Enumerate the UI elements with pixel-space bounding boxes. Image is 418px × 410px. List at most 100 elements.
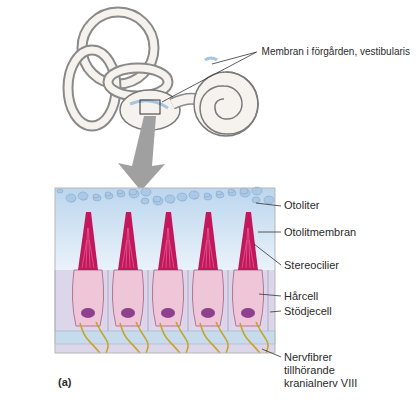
hair-cells [206,228,208,268]
otolith-crystals [141,198,149,204]
inner-ear [194,72,258,136]
leader-line [258,232,281,233]
hair-cells [118,212,138,270]
otolith-crystals [240,188,248,194]
otolith-crystals [228,190,236,196]
hair-cells [169,240,174,268]
nerve-fibers [80,323,100,353]
nerve-fibers [200,323,220,353]
hair-cells [246,228,248,268]
otolith-crystals [216,191,222,195]
hair-cells [192,212,223,326]
hair-cells [55,212,268,331]
otolith-crystals [117,190,123,194]
otolith-crystals [228,189,234,193]
hair-cells [81,308,95,318]
inner-ear [205,58,217,60]
hair-cells [166,228,168,268]
hair-cells [148,270,149,331]
otolith-crystals [153,197,163,205]
otolith-crystals [177,193,187,201]
hair-cells [112,212,143,326]
leader-line [270,311,281,312]
part-label: Stereocilier [284,259,339,272]
nerve-fibers [136,322,148,353]
otolith-crystals [105,193,113,199]
otolith-crystals [57,187,274,205]
otolith-crystals [204,193,210,197]
otolith-crystals [66,194,76,202]
otolith-crystals [216,192,224,198]
leader-line [162,52,257,102]
leader-line [212,52,257,64]
hair-cells [188,270,189,331]
hair-cells [121,308,135,318]
otolith-crystals [240,189,250,197]
hair-cells [248,228,250,268]
hair-cells [89,240,94,268]
otolith-crystals [78,192,88,200]
nerve-fibers [216,322,228,353]
nerve-fibers [256,322,268,353]
zoom-arrow [118,116,165,191]
inner-ear [200,72,258,134]
hair-cells [249,240,254,268]
leader-line [254,203,281,357]
figure-letter: (a) [58,376,71,389]
hair-cells [161,308,175,318]
hair-cell-panel [55,188,275,353]
part-label: Nervfibrer tillhörande kranialnerv VIII [284,351,376,390]
nerve-fibers [176,322,188,353]
hair-cells [108,270,109,331]
hair-cells [208,228,210,268]
otolith-crystals [129,190,139,198]
otolith-crystals [252,197,260,203]
leader-line [254,244,281,265]
otolith-crystals [129,189,137,195]
otolith-crystals [264,196,274,204]
hair-cells [228,270,229,331]
hair-cells [209,240,214,268]
otolith-crystals [165,195,175,203]
hair-cell-panel [55,331,275,344]
hair-cells [112,270,143,326]
otolith-crystals [93,194,99,198]
hair-cells [72,212,103,326]
leader-line [262,349,281,357]
hair-cells [201,308,215,318]
hair-cells [241,308,255,318]
hair-cells [268,270,269,331]
otolith-crystals [204,194,212,200]
hair-cell-panel [55,188,275,270]
hair-cells [168,228,170,268]
hair-cells [152,212,183,326]
leader-line [162,52,257,102]
leader-line [256,203,281,206]
part-label: Stödjecell [284,305,332,318]
hair-cells [232,212,263,326]
hair-cells [128,228,130,268]
otolith-crystals [117,191,125,197]
leader-line [259,294,281,296]
hair-cells [86,228,88,268]
otolith-crystals [105,192,111,196]
nerve-fibers [240,323,260,353]
hair-cells [78,212,98,270]
nerve-fibers [96,322,108,353]
otolith-crystals [93,195,101,201]
hair-cell-panel [55,187,275,353]
part-label: Otoliter [284,199,319,212]
inner-ear [68,12,258,136]
hair-cells [126,228,128,268]
hair-cells [198,212,218,270]
otolith-crystals [57,189,63,193]
hair-cells [232,270,263,326]
hair-cells [88,228,90,268]
hair-cell-panel [55,188,275,353]
hair-cells [158,212,178,270]
part-label: Hårcell [284,290,318,303]
structure-label: Membran i förgården, vestibularis [260,45,412,59]
nerve-fibers [80,322,268,353]
hair-cells [152,270,183,326]
otolith-crystals [189,191,199,199]
